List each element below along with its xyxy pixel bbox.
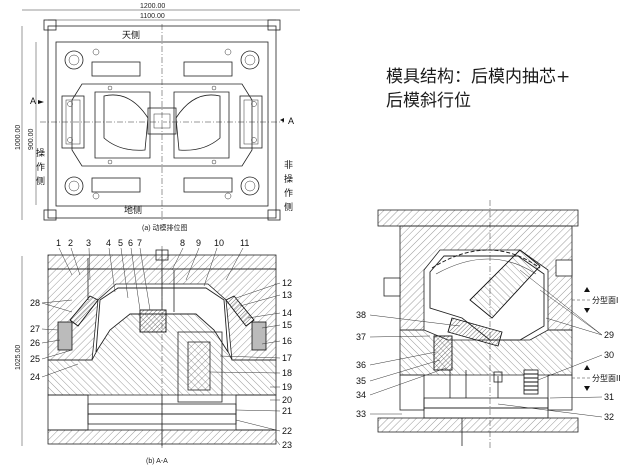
svg-text:16: 16	[282, 336, 292, 346]
svg-text:12: 12	[282, 278, 292, 288]
bolt-circles	[67, 85, 257, 165]
dim-inner-height: 900.00	[28, 128, 35, 150]
svg-text:35: 35	[356, 376, 366, 386]
svg-text:23: 23	[282, 440, 292, 450]
svg-text:30: 30	[604, 350, 614, 360]
callouts-top: 1 2 3 4 5 6 7 8 9 10 11	[56, 238, 249, 311]
svg-text:4: 4	[106, 238, 111, 248]
svg-text:5: 5	[118, 238, 123, 248]
svg-text:10: 10	[214, 238, 224, 248]
label-bottom-side: 地侧	[124, 204, 142, 216]
dim-outer-height: 1000.00	[15, 125, 22, 150]
caption-b: (b) A-A	[146, 458, 168, 465]
svg-text:29: 29	[604, 330, 614, 340]
svg-text:作: 作	[36, 161, 45, 173]
label-non-operator-side: 非 操 作 侧	[284, 159, 293, 213]
svg-text:作: 作	[284, 187, 293, 199]
svg-text:操: 操	[284, 173, 293, 185]
svg-text:3: 3	[86, 238, 91, 248]
springs	[523, 369, 539, 395]
dim-inner-width: 1100.00	[140, 13, 165, 20]
svg-text:27: 27	[30, 324, 40, 334]
svg-text:2: 2	[68, 238, 73, 248]
caption-a: (a) 动模排位图	[142, 223, 188, 232]
svg-text:34: 34	[356, 390, 366, 400]
svg-text:24: 24	[30, 372, 40, 382]
label-top-side: 天侧	[122, 29, 140, 41]
title-block: 模具结构：后模内抽芯+ 后模斜行位	[386, 67, 570, 111]
svg-text:22: 22	[282, 426, 292, 436]
svg-text:26: 26	[30, 338, 40, 348]
svg-text:11: 11	[240, 238, 249, 248]
detail-callouts-right: 29 30 31 32	[497, 269, 614, 422]
svg-text:37: 37	[356, 332, 366, 342]
svg-text:9: 9	[196, 238, 201, 248]
svg-text:31: 31	[604, 392, 614, 402]
svg-text:21: 21	[282, 406, 292, 416]
dim-section-height: 1025.00	[15, 345, 22, 370]
callouts-right: 12 13 14 15 16 17 18 19 20 21 22 23	[209, 278, 292, 450]
svg-text:28: 28	[30, 298, 40, 308]
section-mark-left: A	[30, 96, 36, 106]
svg-text:非: 非	[284, 159, 293, 171]
guide-pin-holes	[64, 50, 260, 196]
detail-section-view: 分型面I 分型面II 38 37 36 35 34 33 29 30 31 3	[356, 200, 621, 450]
svg-text:20: 20	[282, 395, 292, 405]
svg-text:14: 14	[282, 308, 292, 318]
label-operator-side: 操 作 侧	[36, 147, 45, 187]
title-line-2: 后模斜行位	[386, 91, 471, 111]
callouts-left: 28 27 26 25 24	[30, 298, 79, 382]
svg-text:19: 19	[282, 382, 292, 392]
parting-line-markers: 分型面I 分型面II	[572, 287, 621, 391]
svg-text:8: 8	[180, 238, 185, 248]
svg-text:18: 18	[282, 368, 292, 378]
svg-text:操: 操	[36, 147, 45, 159]
title-line-1: 模具结构：后模内抽芯+	[386, 67, 570, 87]
svg-text:25: 25	[30, 354, 40, 364]
dim-outer-width: 1200.00	[140, 3, 165, 10]
section-mark-right: A	[288, 116, 294, 126]
svg-text:7: 7	[137, 238, 142, 248]
svg-text:33: 33	[356, 409, 366, 419]
section-view-aa: 1025.00	[15, 238, 292, 465]
svg-text:13: 13	[282, 290, 292, 300]
svg-text:1: 1	[56, 238, 61, 248]
top-plan-view: 1200.00 1100.00 1000.00 900.00	[15, 3, 300, 232]
svg-text:侧: 侧	[284, 201, 293, 213]
svg-text:36: 36	[356, 360, 366, 370]
parting-surface-1: 分型面I	[592, 296, 618, 305]
svg-text:15: 15	[282, 320, 292, 330]
svg-text:38: 38	[356, 310, 366, 320]
svg-text:6: 6	[128, 238, 133, 248]
svg-text:32: 32	[604, 412, 614, 422]
parting-surface-2: 分型面II	[592, 374, 621, 383]
detail-callouts-left: 38 37 36 35 34 33	[356, 310, 461, 419]
svg-text:侧: 侧	[36, 175, 45, 187]
svg-text:17: 17	[282, 353, 292, 363]
